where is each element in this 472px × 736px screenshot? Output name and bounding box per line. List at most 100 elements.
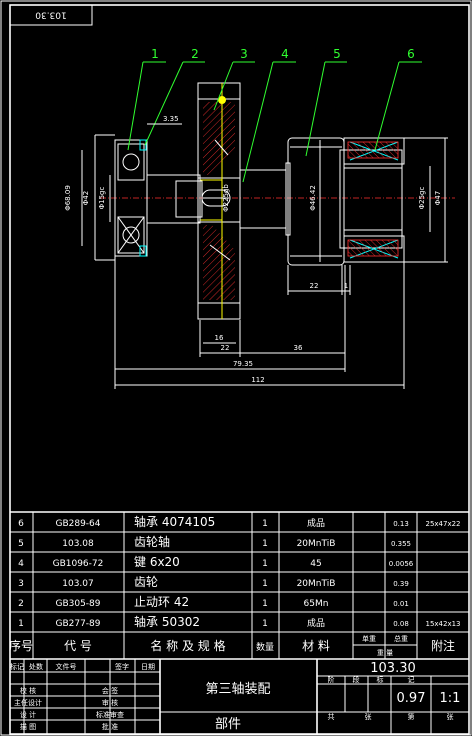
bom-material-4: 45	[310, 559, 321, 569]
bom-weight-3: 0.39	[393, 580, 409, 588]
bom-material-1: 成品	[307, 617, 325, 629]
dim-phi225: Φ225gb	[222, 184, 230, 212]
tb-biaozhun: 标准审查	[96, 710, 124, 719]
sheet-1: 共	[328, 712, 335, 721]
bom-qty-3: 1	[262, 579, 268, 589]
drawing-number: 103.30	[370, 661, 416, 676]
tb-jiao: 校 核	[20, 686, 36, 695]
bom-name-1: 轴承 50302	[134, 614, 200, 629]
bom-no-1: 1	[18, 619, 24, 629]
bom-no-4: 4	[18, 559, 24, 569]
hdr-w1: 单重	[362, 634, 376, 643]
sheet-2: 张	[365, 712, 372, 721]
weight-value: 0.97	[397, 691, 426, 706]
scale-value: 1:1	[440, 691, 461, 706]
bom-qty-6: 1	[262, 519, 268, 529]
bom-material-3: 20MnTiB	[297, 579, 336, 589]
bom-table	[10, 511, 469, 660]
balloon-4: 4	[281, 47, 289, 61]
stage-4: 记	[408, 676, 415, 684]
bom-qty-2: 1	[262, 599, 268, 609]
dim-phi15: Φ15gc	[98, 186, 106, 209]
bom-material-2: 65Mn	[304, 599, 329, 609]
hdr-name: 名 称 及 规 格	[150, 638, 225, 653]
bom-note-6: 25x47x22	[425, 520, 460, 528]
bom-no-3: 3	[18, 579, 24, 589]
stage-3: 标	[377, 675, 384, 684]
dim-phi47: Φ47	[434, 191, 442, 205]
bom-name-6: 轴承 4074105	[134, 514, 215, 529]
tb-biaoji: 标记	[10, 662, 24, 671]
tb-miao: 描 图	[20, 722, 36, 731]
balloon-2: 2	[191, 47, 199, 61]
bom-weight-2: 0.01	[393, 600, 409, 608]
bom-name-5: 齿轮轴	[134, 534, 170, 549]
bom-qty-5: 1	[262, 539, 268, 549]
title-block: 标记 处数 文件号 签字 日期 校 核 主任设计 设 计 描 图 会 签 审 核…	[10, 659, 469, 734]
dim-phi68: Φ68.09	[64, 185, 72, 211]
balloon-5: 5	[333, 47, 341, 61]
tb-zhuren: 主任设计	[14, 698, 42, 707]
stage-2: 段	[353, 675, 360, 684]
tb-qianzi: 签字	[115, 662, 129, 671]
dim-3-35: 3.35	[163, 115, 179, 123]
hdr-w2: 总重	[394, 634, 408, 643]
hdr-weight: 重 量	[377, 649, 393, 657]
bom-weight-1: 0.08	[393, 620, 409, 628]
tb-hui: 会 签	[102, 686, 118, 695]
gear-3	[197, 82, 241, 320]
bom-header: 序号 代 号 名 称 及 规 格 数量 材 料 单重 总重 重 量 附注	[9, 634, 455, 657]
dim-phi42: Φ42	[82, 191, 90, 205]
hdr-no: 序号	[9, 638, 33, 653]
dim-phi25: Φ25gc	[418, 186, 426, 209]
bom-note-1: 15x42x13	[425, 620, 460, 628]
dim-22a: 22	[310, 282, 319, 290]
stage-1: 阶	[328, 675, 335, 684]
dimensions: 3.35 Φ68.09 Φ42 Φ15gc Φ225gb Φ46.42 Φ25g…	[64, 115, 448, 389]
tb-wenjian: 文件号	[56, 662, 77, 671]
dim-36: 36	[294, 344, 303, 352]
hdr-code: 代 号	[64, 639, 92, 653]
dim-22b: 22	[221, 344, 230, 352]
bom-qty-4: 1	[262, 559, 268, 569]
hdr-material: 材 料	[302, 639, 330, 653]
bom-code-4: GB1096-72	[53, 559, 104, 569]
drawing-title: 第三轴装配	[205, 682, 270, 697]
dim-16: 16	[215, 334, 224, 342]
bom-material-6: 成品	[307, 517, 325, 529]
inner-border	[9, 4, 470, 735]
bom-no-6: 6	[18, 519, 24, 529]
balloon-3: 3	[240, 47, 248, 61]
bom-name-4: 键 6x20	[134, 555, 180, 569]
sheet-4: 张	[447, 712, 454, 721]
bom-name-2: 止动环 42	[134, 595, 189, 609]
tb-pi: 批 准	[102, 722, 118, 731]
shaft	[146, 162, 291, 236]
bom-code-6: GB289-64	[55, 519, 100, 529]
bom-weight-4: 0.0056	[389, 560, 414, 568]
hdr-qty: 数量	[256, 641, 274, 653]
tb-riqi: 日期	[141, 663, 155, 671]
tb-sheji: 设 计	[20, 710, 36, 719]
balloon-1: 1	[151, 47, 159, 61]
bom-no-5: 5	[18, 539, 24, 549]
bom-code-3: 103.07	[62, 579, 94, 589]
corner-number-box: 103.30	[9, 4, 93, 26]
bearing-6	[343, 137, 405, 263]
key-4	[201, 189, 231, 207]
part-label: 部件	[215, 717, 241, 732]
tb-chushu: 处数	[29, 662, 43, 671]
bom-code-2: GB305-89	[55, 599, 100, 609]
bom-no-2: 2	[18, 599, 24, 609]
balloons: 1 2 3 4 5 6	[127, 47, 422, 183]
bom-weight-5: 0.355	[391, 540, 411, 548]
hdr-note: 附注	[431, 638, 455, 653]
bom-code-5: 103.08	[62, 539, 94, 549]
balloon-6: 6	[407, 47, 415, 61]
tb-shen: 审 核	[102, 698, 118, 707]
dim-1: 1	[344, 282, 348, 290]
dim-phi46: Φ46.42	[309, 185, 317, 211]
bom-name-3: 齿轮	[134, 575, 158, 589]
